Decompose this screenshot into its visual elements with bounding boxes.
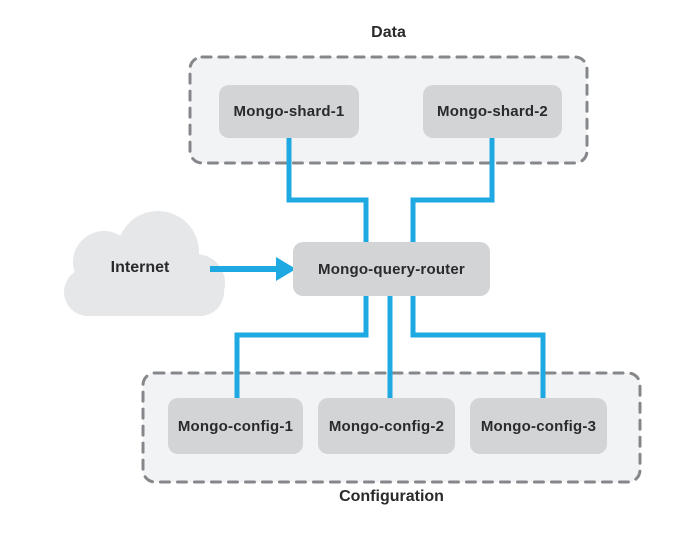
- node-mongo-shard-2: Mongo-shard-2: [423, 85, 562, 138]
- arrow-internet-router-head: [276, 257, 296, 281]
- connector-router-config3: [410, 290, 546, 404]
- node-mongo-query-router: Mongo-query-router: [293, 242, 490, 296]
- node-mongo-shard-1: Mongo-shard-1: [219, 85, 359, 138]
- connector-shard1-router: [286, 134, 369, 248]
- internet-cloud-icon: [64, 211, 225, 316]
- connector-shard2-router: [410, 134, 495, 248]
- node-mongo-config-2: Mongo-config-2: [318, 398, 455, 454]
- configuration-group-label: Configuration: [339, 488, 444, 505]
- internet-label: Internet: [110, 259, 170, 276]
- node-mongo-config-3: Mongo-config-3: [470, 398, 607, 454]
- connector-router-config1: [234, 290, 369, 404]
- node-mongo-config-1: Mongo-config-1: [168, 398, 303, 454]
- data-group-label: Data: [371, 24, 406, 41]
- cloud-body: [64, 268, 224, 316]
